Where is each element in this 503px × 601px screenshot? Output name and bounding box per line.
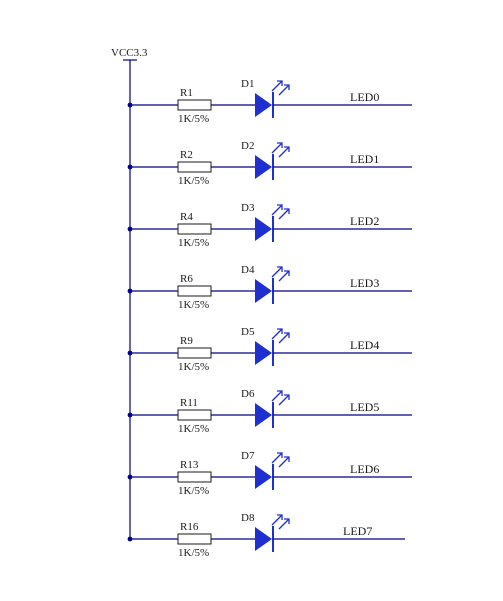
net-label: LED5 <box>350 400 379 414</box>
arrow-head <box>284 208 290 214</box>
resistor-symbol <box>177 161 212 173</box>
net-label: LED6 <box>350 462 379 476</box>
net-label: LED0 <box>350 90 379 104</box>
arrow-line <box>271 390 283 402</box>
led-diode-symbol <box>255 341 272 365</box>
arrow-line <box>271 452 283 464</box>
arrow-head <box>277 328 283 334</box>
led-diode-symbol <box>255 155 272 179</box>
led-diode-symbol <box>255 93 272 117</box>
emission-arrows-icon <box>271 266 290 282</box>
arrow-line <box>278 394 290 406</box>
arrow-head <box>277 514 283 520</box>
arrow-line <box>278 456 290 468</box>
resistor-symbol <box>177 347 212 359</box>
resistor-designator: R2 <box>180 149 193 161</box>
resistor-value: 1K/5% <box>178 485 209 497</box>
diode-designator: D2 <box>241 140 254 152</box>
resistor-value: 1K/5% <box>178 361 209 373</box>
arrow-head <box>284 394 290 400</box>
emission-arrows-icon <box>271 142 290 158</box>
emission-arrows-icon <box>271 452 290 468</box>
arrow-head <box>284 332 290 338</box>
resistor-designator: R11 <box>180 397 198 409</box>
net-label: LED1 <box>350 152 379 166</box>
resistor-symbol <box>177 533 212 545</box>
resistor-symbol <box>177 471 212 483</box>
arrow-line <box>278 208 290 220</box>
led-diode-symbol <box>255 403 272 427</box>
arrow-line <box>278 270 290 282</box>
net-label: LED4 <box>350 338 379 352</box>
resistor-symbol <box>177 99 212 111</box>
resistor-value: 1K/5% <box>178 423 209 435</box>
vcc-label: VCC3.3 <box>111 47 148 59</box>
resistor-value: 1K/5% <box>178 113 209 125</box>
resistor-value: 1K/5% <box>178 299 209 311</box>
arrow-head <box>277 142 283 148</box>
arrow-head <box>277 80 283 86</box>
net-label: LED2 <box>350 214 379 228</box>
arrow-line <box>271 204 283 216</box>
arrow-head <box>277 266 283 272</box>
net-label: LED7 <box>343 524 372 538</box>
resistor-value: 1K/5% <box>178 237 209 249</box>
arrow-head <box>277 452 283 458</box>
resistor-symbol <box>177 285 212 297</box>
diode-designator: D3 <box>241 202 255 214</box>
emission-arrows-icon <box>271 514 290 530</box>
diode-designator: D5 <box>241 326 255 338</box>
diode-designator: D1 <box>241 78 254 90</box>
arrow-head <box>284 270 290 276</box>
arrow-line <box>271 80 283 92</box>
resistor-value: 1K/5% <box>178 547 209 559</box>
resistor-designator: R16 <box>180 521 199 533</box>
net-label: LED3 <box>350 276 379 290</box>
arrow-head <box>277 390 283 396</box>
arrow-line <box>271 142 283 154</box>
emission-arrows-icon <box>271 204 290 220</box>
arrow-head <box>277 204 283 210</box>
arrow-line <box>271 328 283 340</box>
emission-arrows-icon <box>271 328 290 344</box>
led-diode-symbol <box>255 279 272 303</box>
resistor-designator: R4 <box>180 211 193 223</box>
diode-designator: D7 <box>241 450 255 462</box>
arrow-line <box>278 146 290 158</box>
arrow-line <box>271 514 283 526</box>
resistor-designator: R6 <box>180 273 193 285</box>
resistor-value: 1K/5% <box>178 175 209 187</box>
led-diode-symbol <box>255 527 272 551</box>
arrow-head <box>284 84 290 90</box>
led-diode-symbol <box>255 217 272 241</box>
arrow-line <box>271 266 283 278</box>
emission-arrows-icon <box>271 390 290 406</box>
arrow-line <box>278 332 290 344</box>
emission-arrows-icon <box>271 80 290 96</box>
diode-designator: D6 <box>241 388 255 400</box>
led-diode-symbol <box>255 465 272 489</box>
arrow-head <box>284 518 290 524</box>
arrow-head <box>284 456 290 462</box>
diode-designator: D4 <box>241 264 255 276</box>
resistor-designator: R9 <box>180 335 193 347</box>
arrow-head <box>284 146 290 152</box>
resistor-symbol <box>177 409 212 421</box>
resistor-designator: R1 <box>180 87 193 99</box>
resistor-symbol <box>177 223 212 235</box>
arrow-line <box>278 84 290 96</box>
arrow-line <box>278 518 290 530</box>
diode-designator: D8 <box>241 512 255 524</box>
resistor-designator: R13 <box>180 459 199 471</box>
